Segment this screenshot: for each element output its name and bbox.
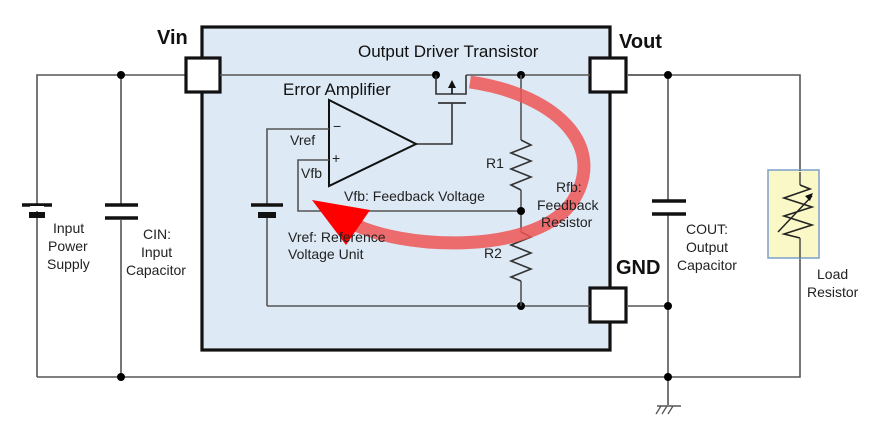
ground-icon <box>655 405 681 415</box>
vref-unit-label-line2: Voltage Unit <box>288 246 364 262</box>
minus-sign: − <box>333 118 341 134</box>
junction-dot <box>664 71 672 79</box>
vin-label: Vin <box>157 27 188 49</box>
ic-body <box>200 25 612 352</box>
r1-label: R1 <box>486 155 504 171</box>
vout-pin <box>588 56 628 94</box>
vref-pin-label: Vref <box>290 132 315 148</box>
cout-label-line2: Output <box>686 239 728 255</box>
rfb-label-line1: Rfb: <box>556 179 582 195</box>
cout-capacitor <box>652 199 686 216</box>
cin-label-line1: CIN: <box>143 226 171 242</box>
cout-label-line1: COUT: <box>686 221 728 237</box>
load-label-line2: Resistor <box>807 284 859 300</box>
feedback-voltage-label: Vfb: Feedback Voltage <box>344 188 485 204</box>
cin-label-line3: Capacitor <box>126 262 186 278</box>
adjust-arrow-icon <box>805 193 813 201</box>
vfb-pin-label: Vfb <box>301 165 322 181</box>
plus-sign: + <box>332 150 340 166</box>
output-driver-label: Output Driver Transistor <box>358 42 539 61</box>
cout-label-line3: Capacitor <box>677 257 737 273</box>
gnd-pin <box>588 286 628 324</box>
vref-wire <box>266 128 329 205</box>
error-amplifier-label: Error Amplifier <box>283 80 391 99</box>
r2-label: R2 <box>484 245 502 261</box>
junction-dot <box>117 71 125 79</box>
vin-pin <box>184 56 222 94</box>
error-amplifier <box>328 98 419 188</box>
feedback-loop-arrow <box>346 75 591 250</box>
output-driver-transistor <box>416 75 467 145</box>
junction-dot <box>117 373 125 381</box>
junction-dot <box>664 373 672 381</box>
gnd-label: GND <box>616 257 660 279</box>
supply-label-line1: Input <box>53 220 84 236</box>
load-resistor-box <box>767 169 820 259</box>
input-power-supply <box>22 203 52 218</box>
vfb-wire <box>297 159 521 212</box>
junction-dot <box>517 207 525 215</box>
cin-label-line2: Input <box>141 244 172 260</box>
vref-source <box>251 203 283 218</box>
vref-unit-label-line1: Vref: Reference <box>288 229 386 245</box>
cin-capacitor <box>105 203 138 220</box>
rfb-label-line2: Feedback <box>537 197 599 213</box>
supply-label-line3: Supply <box>47 256 90 272</box>
input-top-wire <box>36 74 186 377</box>
junction-dot <box>664 302 672 310</box>
load-resistor <box>777 170 815 258</box>
rfb-label-line3: Resistor <box>541 214 593 230</box>
load-label-line1: Load <box>817 266 848 282</box>
supply-label-line2: Power <box>48 238 88 254</box>
vout-label: Vout <box>619 31 662 53</box>
feedback-arrow-head-icon <box>312 200 370 245</box>
